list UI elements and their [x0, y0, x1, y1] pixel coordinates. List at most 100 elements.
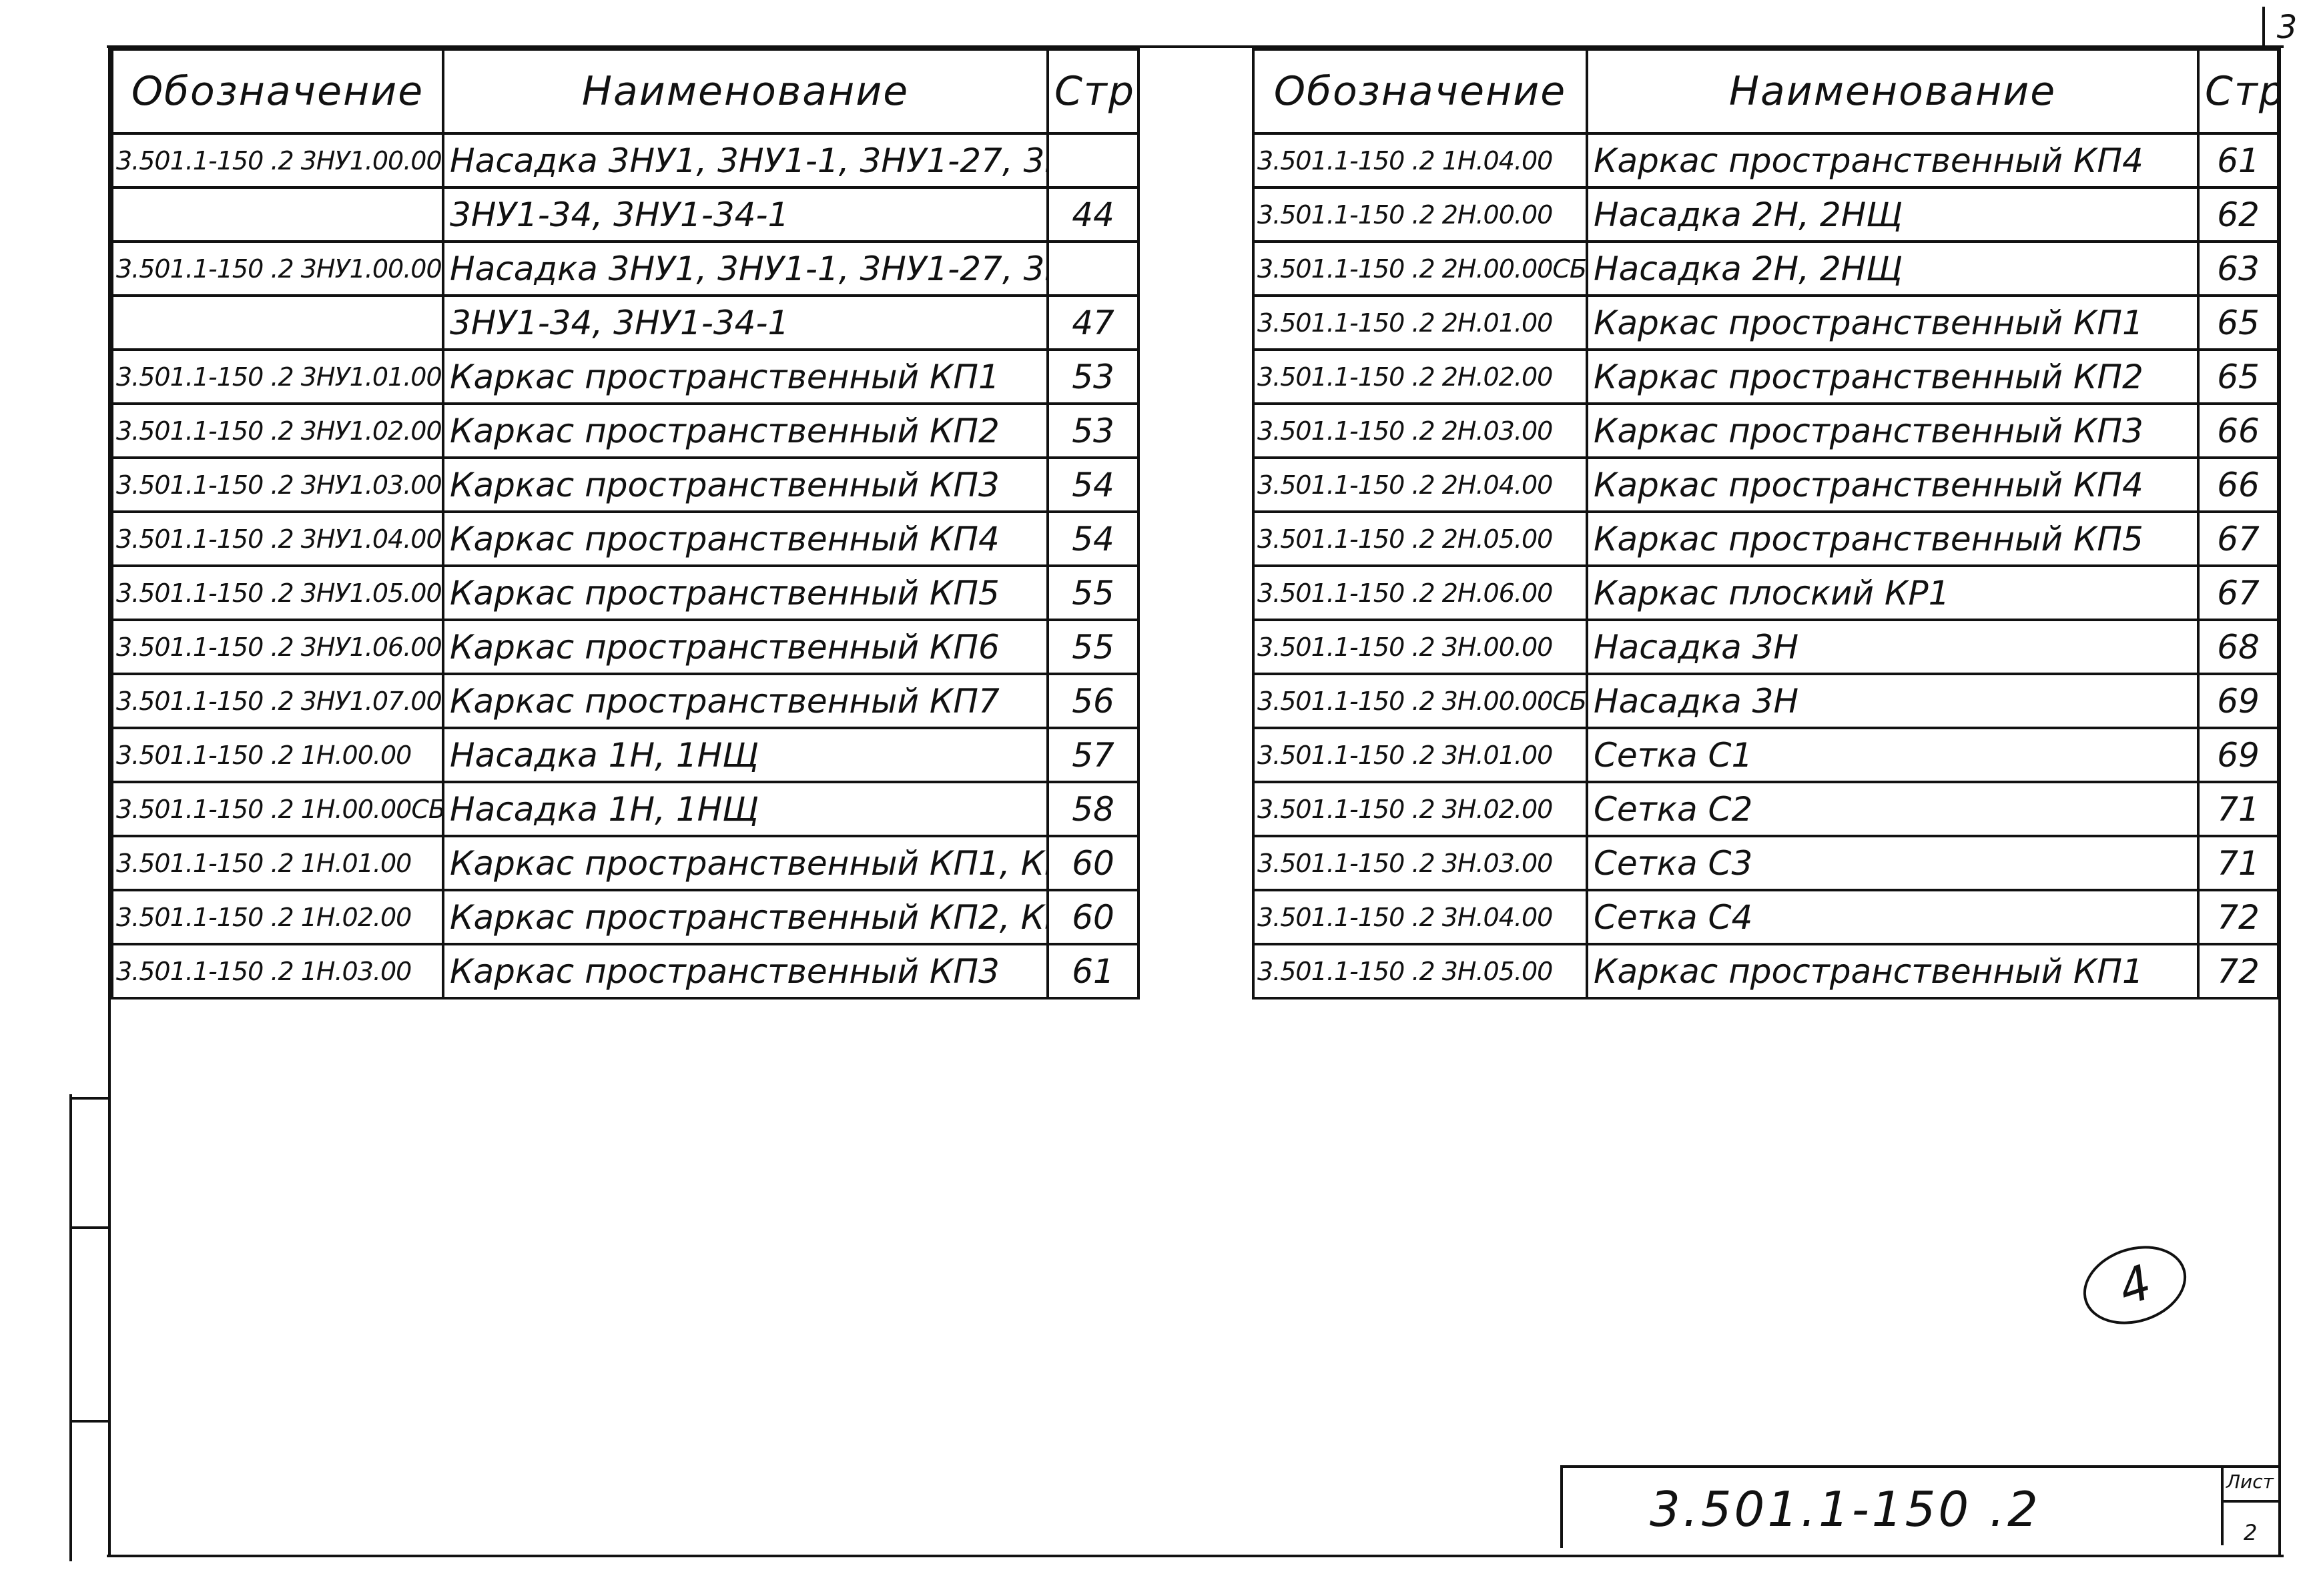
sheet-value: 2	[2244, 1520, 2258, 1545]
row-page: 65	[2197, 348, 2280, 405]
row-designation: 3.501.1-150 .2 3НУ1.01.00	[111, 348, 444, 405]
row-name: Сетка С2	[1586, 781, 2200, 837]
frame-right-line	[2278, 47, 2281, 1557]
row-page: 69	[2197, 673, 2280, 729]
row-page: 54	[1046, 510, 1140, 567]
row-page: 56	[1046, 673, 1140, 729]
row-designation: 3.501.1-150 .2 3Н.00.00	[1252, 619, 1588, 675]
row-name: Каркас пространственный КП2, КП2Щ	[442, 889, 1049, 945]
row-page: 69	[2197, 727, 2280, 783]
row-page: 53	[1046, 348, 1140, 405]
sheet-number-top: 3	[2276, 9, 2298, 46]
row-designation: 3.501.1-150 .2 2Н.03.00	[1252, 402, 1588, 459]
row-page: 61	[2197, 132, 2280, 189]
row-page: 66	[2197, 456, 2280, 513]
row-page: 65	[2197, 294, 2280, 351]
row-designation: 3.501.1-150 .2 1Н.04.00	[1252, 132, 1588, 189]
row-name: Каркас пространственный КП4	[1586, 132, 2200, 189]
row-designation: 3.501.1-150 .2 2Н.05.00	[1252, 510, 1588, 567]
row-name: Каркас пространственный КП1	[1586, 943, 2200, 1000]
row-page: 57	[1046, 727, 1140, 783]
row-page: 47	[1046, 294, 1140, 351]
row-name: Насадка 2Н, 2НЩ	[1586, 186, 2200, 243]
row-page: 60	[1046, 835, 1140, 891]
frame-bottom-line	[107, 1555, 2284, 1557]
row-name: Каркас пространственный КП3	[442, 456, 1049, 513]
row-page: 63	[2197, 240, 2280, 297]
header-name: Наименование	[1586, 48, 2200, 135]
row-designation	[111, 294, 444, 351]
row-page	[1046, 132, 1140, 189]
row-name: Каркас пространственный КП2	[442, 402, 1049, 459]
row-designation: 3.501.1-150 .2 1Н.01.00	[111, 835, 444, 891]
row-designation: 3.501.1-150 .2 3Н.04.00	[1252, 889, 1588, 945]
row-designation: 3.501.1-150 .2 2Н.01.00	[1252, 294, 1588, 351]
row-page: 67	[2197, 564, 2280, 621]
margin-tick-2	[69, 1226, 109, 1229]
row-designation: 3.501.1-150 .2 1Н.02.00	[111, 889, 444, 945]
row-designation: 3.501.1-150 .2 2Н.02.00	[1252, 348, 1588, 405]
header-name: Наименование	[442, 48, 1049, 135]
row-page: 62	[2197, 186, 2280, 243]
row-designation: 3.501.1-150 .2 2Н.00.00	[1252, 186, 1588, 243]
row-designation: 3.501.1-150 .2 3НУ1.03.00	[111, 456, 444, 513]
row-page: 71	[2197, 781, 2280, 837]
row-name: Сетка С3	[1586, 835, 2200, 891]
row-designation: 3.501.1-150 .2 3Н.01.00	[1252, 727, 1588, 783]
row-name: Насадка 3Н	[1586, 673, 2200, 729]
frame-top-line	[107, 45, 2284, 48]
row-designation	[111, 186, 444, 243]
row-designation: 3.501.1-150 .2 1Н.00.00	[111, 727, 444, 783]
row-page: 55	[1046, 564, 1140, 621]
row-designation: 3.501.1-150 .2 3НУ1.00.00СБ	[111, 240, 444, 297]
row-name: Каркас пространственный КП1, КП1Щ	[442, 835, 1049, 891]
row-page: 72	[2197, 943, 2280, 1000]
document-code: 3.501.1-150 .2	[1650, 1481, 2041, 1537]
row-page: 71	[2197, 835, 2280, 891]
row-page: 72	[2197, 889, 2280, 945]
contents-table-right: Обозначение Наименование Стр. 3.501.1-15…	[1252, 48, 2280, 1000]
row-name: Каркас пространственный КП5	[1586, 510, 2200, 567]
row-designation: 3.501.1-150 .2 3НУ1.06.00	[111, 619, 444, 675]
row-designation: 3.501.1-150 .2 3НУ1.07.00	[111, 673, 444, 729]
sheet-cell: Лист 2	[2221, 1468, 2281, 1545]
row-page: 55	[1046, 619, 1140, 675]
row-name: Каркас пространственный КП3	[1586, 402, 2200, 459]
row-designation: 3.501.1-150 .2 2Н.06.00	[1252, 564, 1588, 621]
sheet-cell-divider	[2224, 1500, 2281, 1503]
margin-left-line	[69, 1094, 72, 1561]
row-name: Каркас пространственный КП2	[1586, 348, 2200, 405]
row-page: 58	[1046, 781, 1140, 837]
row-page: 54	[1046, 456, 1140, 513]
row-name: Каркас пространственный КП4	[442, 510, 1049, 567]
row-name: Каркас пространственный КП5	[442, 564, 1049, 621]
row-designation: 3.501.1-150 .2 2Н.00.00СБ	[1252, 240, 1588, 297]
